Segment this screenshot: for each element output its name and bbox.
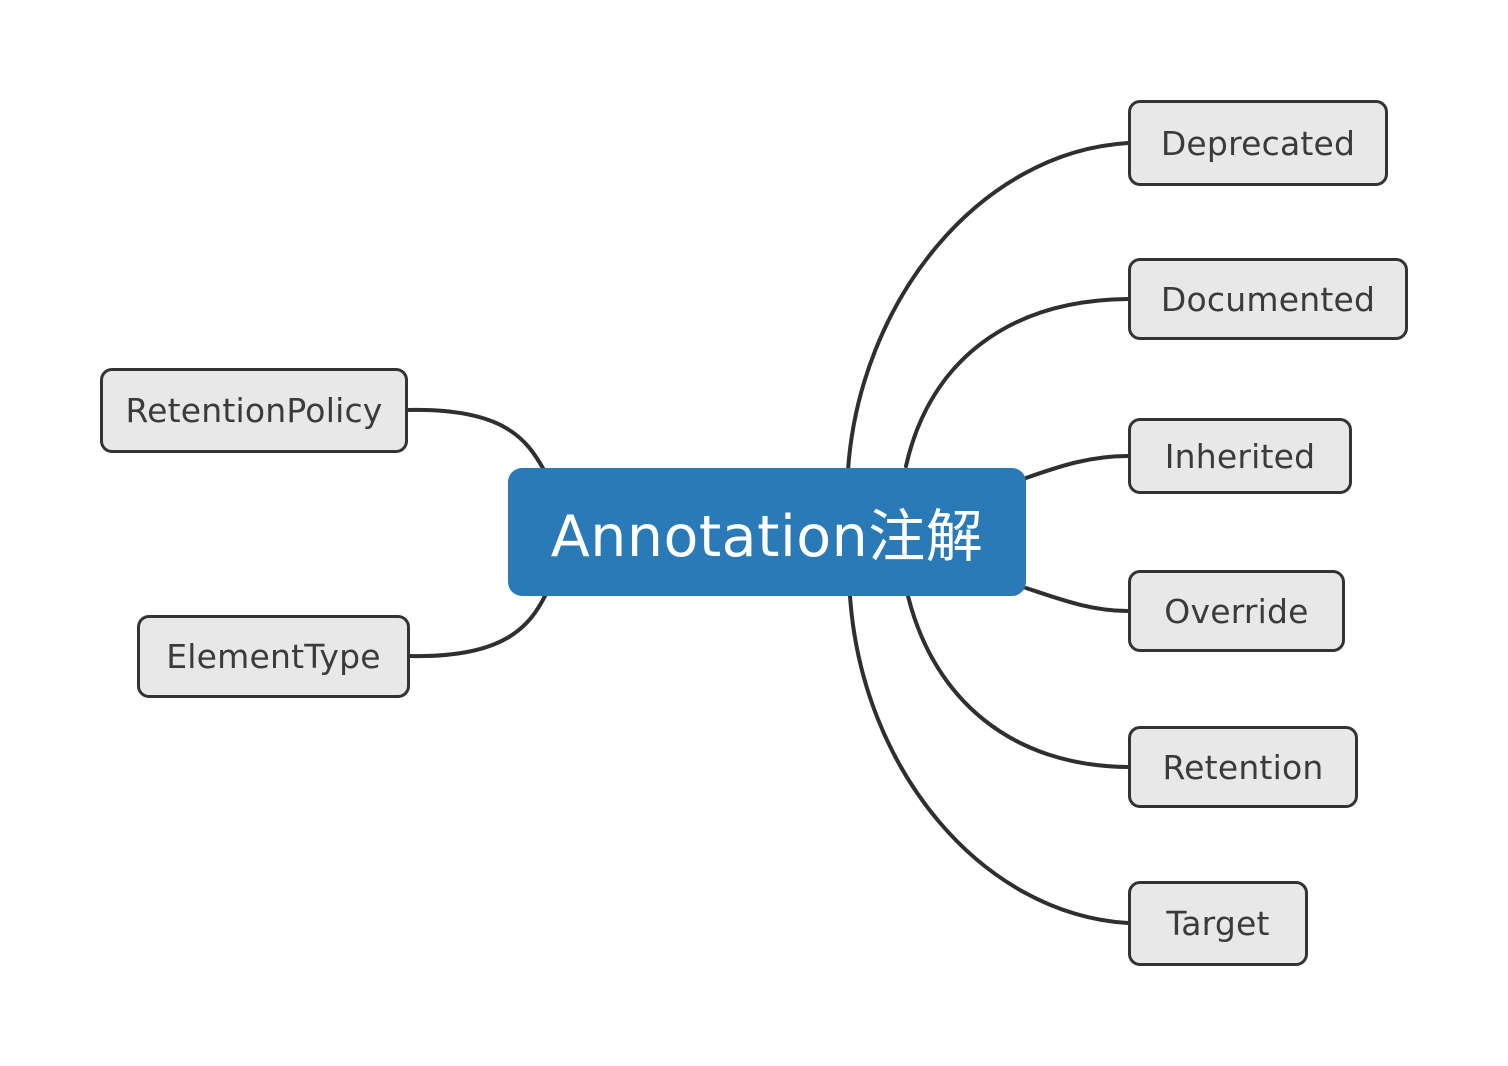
- edge-root-to-documented: [904, 297, 1130, 468]
- edge-root-to-target: [848, 594, 1130, 925]
- branch-node-label: Deprecated: [1160, 123, 1356, 163]
- branch-node-retention[interactable]: Retention: [1128, 726, 1358, 808]
- branch-node-documented[interactable]: Documented: [1128, 258, 1408, 340]
- edge-root-to-retentionpolicy: [406, 407, 546, 472]
- branch-node-override[interactable]: Override: [1128, 570, 1345, 652]
- branch-node-elementtype[interactable]: ElementType: [137, 615, 410, 698]
- branch-node-inherited[interactable]: Inherited: [1128, 418, 1352, 494]
- branch-node-deprecated[interactable]: Deprecated: [1128, 100, 1388, 186]
- edge-root-to-retention: [906, 594, 1130, 769]
- branch-node-label: Inherited: [1164, 436, 1316, 476]
- edge-root-to-elementtype: [408, 592, 548, 659]
- branch-node-label: Retention: [1162, 747, 1324, 787]
- branch-node-target[interactable]: Target: [1128, 881, 1308, 966]
- branch-node-label: Documented: [1160, 279, 1376, 319]
- root-node-label: Annotation注解: [550, 504, 984, 570]
- edge-root-to-inherited: [1024, 454, 1130, 480]
- edge-root-to-override: [1024, 586, 1130, 613]
- branch-node-retentionpolicy[interactable]: RetentionPolicy: [100, 368, 408, 453]
- branch-node-label: Override: [1164, 591, 1309, 631]
- edge-root-to-deprecated: [846, 141, 1130, 472]
- branch-node-label: ElementType: [166, 637, 381, 676]
- branch-node-label: RetentionPolicy: [125, 391, 383, 430]
- root-node-annotation[interactable]: Annotation注解: [508, 468, 1026, 596]
- branch-node-label: Target: [1166, 904, 1270, 943]
